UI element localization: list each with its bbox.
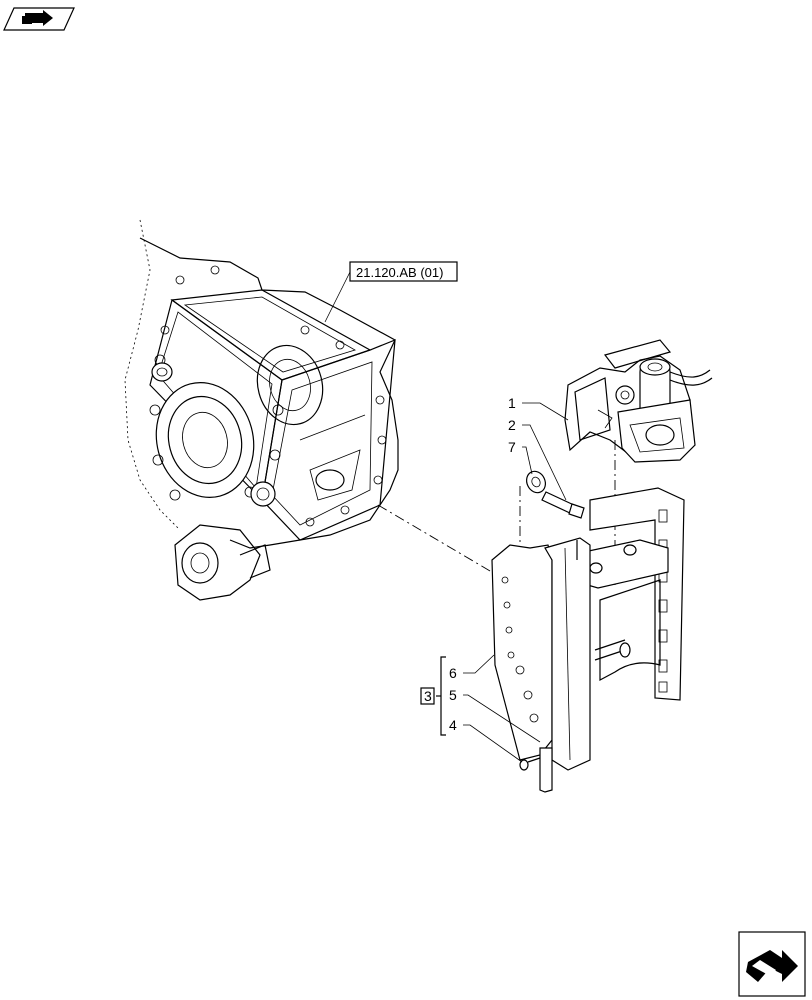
assembly-centerline [377,504,503,579]
callout-1-label: 1 [508,395,516,411]
hitch-jaw [564,339,713,463]
callout-7-label: 7 [508,439,516,455]
callout-2[interactable]: 2 [508,417,567,501]
reference-label-box[interactable]: 21.120.AB (01) [324,261,458,323]
kit-label-box[interactable] [420,687,435,705]
next-page-arrow-icon[interactable] [738,931,806,997]
kit-label: 3 [424,688,432,704]
callout-4[interactable]: 4 [449,717,523,763]
hitch-frame [491,487,685,793]
reference-label: 21.120.AB (01) [356,265,443,280]
navigation-arrow-icon[interactable] [3,7,75,31]
callout-4-label: 4 [449,717,457,733]
transmission-housing [124,219,399,601]
callout-5[interactable]: 5 [449,687,541,743]
callout-6-label: 6 [449,665,457,681]
callout-6[interactable]: 6 [449,654,495,681]
kit-group: 3 [420,656,446,736]
bolt [541,491,585,519]
callout-2-label: 2 [508,417,516,433]
callout-5-label: 5 [449,687,457,703]
callout-7[interactable]: 7 [508,439,533,475]
washer [526,470,546,494]
callout-1[interactable]: 1 [508,395,569,421]
